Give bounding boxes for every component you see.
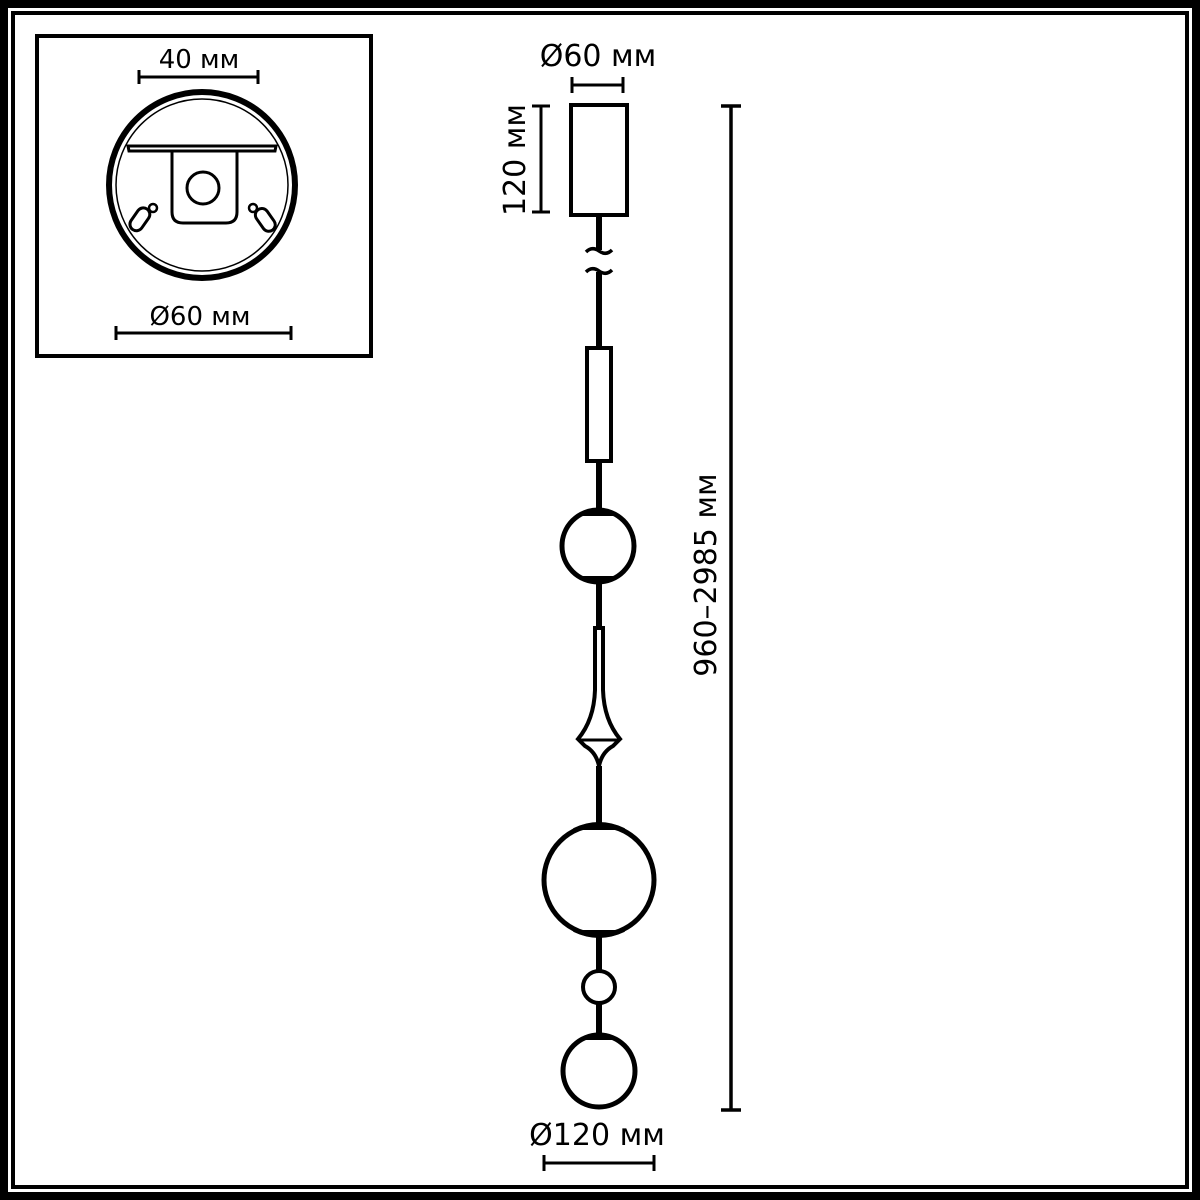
- plate-inner-circle: [115, 98, 289, 272]
- inset-box: [35, 34, 373, 358]
- inset-width-dimension: 40 мм: [137, 45, 260, 84]
- canopy-height-dimension: 120 мм: [498, 104, 550, 216]
- cable-break-symbol: [584, 247, 614, 255]
- plate-outer-circle: [106, 89, 298, 281]
- canopy-diameter-label: Ø60 мм: [540, 39, 657, 74]
- bracket-bar: [126, 144, 278, 153]
- mounting-plate-inset: 40 мм Ø60 мм: [35, 34, 373, 358]
- canopy: [569, 103, 629, 217]
- lamp-side-view: Ø60 мм 120 мм: [498, 39, 741, 1171]
- small-ball: [581, 969, 617, 1005]
- rod-element: [585, 346, 613, 463]
- inset-bottom-dimension-label: Ø60 мм: [149, 302, 250, 332]
- spindle-element: [575, 626, 623, 767]
- bracket-tab: [170, 150, 239, 225]
- large-sphere: [541, 822, 657, 938]
- inset-diameter-dimension: Ø60 мм: [114, 302, 293, 340]
- shade-diameter-label: Ø120 мм: [529, 1118, 665, 1153]
- canopy-diameter-dimension: Ø60 мм: [540, 39, 657, 93]
- inner-frame-border: [11, 11, 1189, 1189]
- bottom-sphere: [560, 1032, 638, 1110]
- inset-top-dimension-label: 40 мм: [159, 45, 240, 75]
- upper-sphere: [559, 507, 637, 585]
- cable-hole: [185, 170, 221, 206]
- total-height-dimension: 960–2985 мм: [689, 104, 741, 1112]
- total-height-label: 960–2985 мм: [689, 473, 724, 676]
- canopy-height-label: 120 мм: [498, 104, 533, 216]
- shade-diameter-dimension: Ø120 мм: [529, 1118, 665, 1171]
